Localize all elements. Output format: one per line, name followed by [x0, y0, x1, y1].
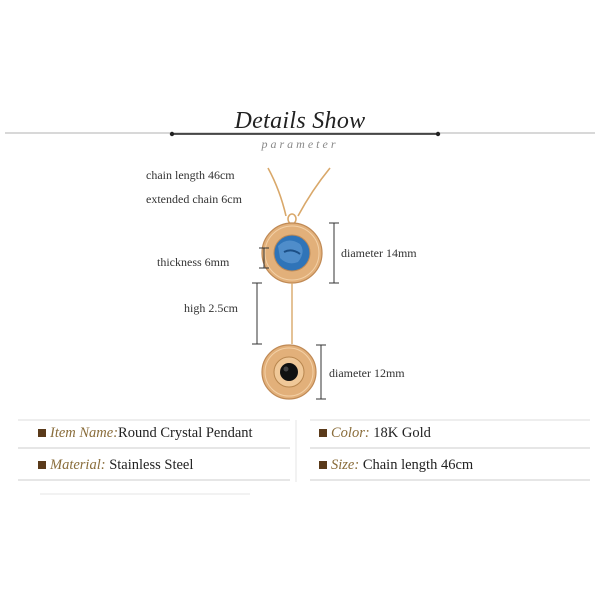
diameter-top-label: diameter 14mm	[341, 246, 417, 260]
spec-item-name: Item Name:Round Crystal Pendant	[38, 425, 253, 442]
spec-material: Material: Stainless Steel	[38, 457, 193, 474]
diameter-bottom-label: diameter 12mm	[329, 366, 405, 380]
page-title: Details Show	[234, 108, 366, 134]
chain-left	[267, 167, 287, 217]
chain-length-label: chain length 46cm	[146, 168, 235, 182]
thickness-label: thickness 6mm	[157, 255, 230, 269]
spec-color: Color: 18K Gold	[319, 425, 431, 442]
rule-dot-left	[169, 131, 175, 137]
bottom-pendant	[261, 344, 317, 400]
bullet-square-icon	[319, 461, 327, 469]
rule-dot-right	[435, 131, 441, 137]
top-pendant	[261, 222, 323, 284]
chain-right	[297, 167, 331, 217]
spec-size: Size: Chain length 46cm	[319, 457, 473, 474]
bullet-square-icon	[38, 461, 46, 469]
extended-chain-label: extended chain 6cm	[146, 192, 242, 206]
page-subtitle: parameter	[261, 137, 339, 151]
bullet-square-icon	[38, 429, 46, 437]
height-label: high 2.5cm	[184, 301, 238, 315]
bullet-square-icon	[319, 429, 327, 437]
